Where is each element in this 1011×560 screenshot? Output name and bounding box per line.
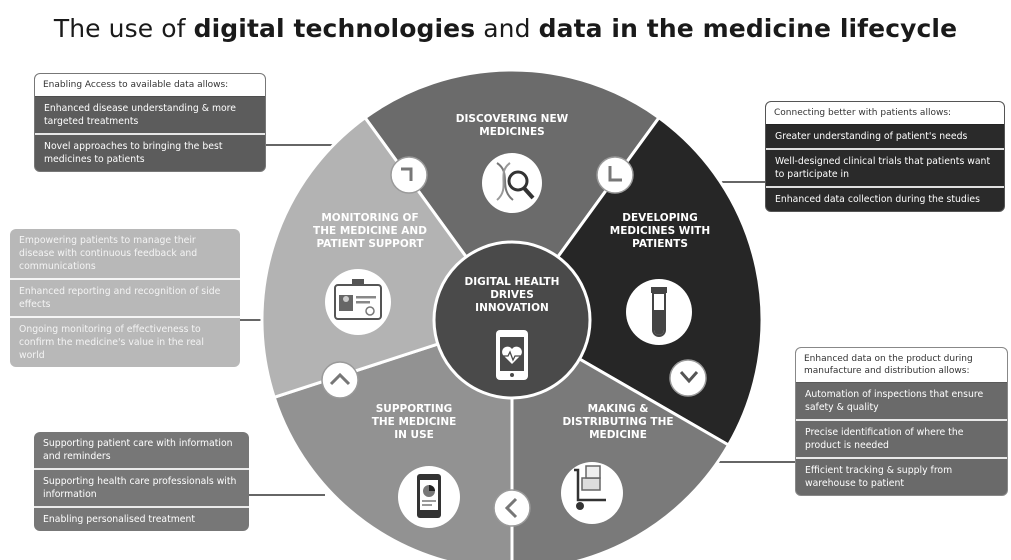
center-line-1: DIGITAL HEALTH <box>464 276 560 288</box>
callout-item: Precise identification of where the prod… <box>796 419 1007 457</box>
callout-item: Ongoing monitoring of effectiveness to c… <box>10 316 240 367</box>
developing-line-1: DEVELOPING <box>622 212 698 224</box>
title-mid: and <box>475 14 539 43</box>
callout-item: Enhanced disease understanding & more ta… <box>35 96 265 133</box>
callout-developing: Connecting better with patients allows: … <box>765 101 1005 212</box>
callout-supporting: Supporting patient care with information… <box>34 432 249 531</box>
arrow-badge-4 <box>493 489 531 527</box>
segment-label-making: MAKING & DISTRIBUTING THE MEDICINE <box>548 403 688 442</box>
making-line-2: DISTRIBUTING THE <box>562 416 674 428</box>
monitoring-line-3: PATIENT SUPPORT <box>316 238 424 250</box>
segment-label-supporting: SUPPORTING THE MEDICINE IN USE <box>354 403 474 442</box>
center-line-3: INNOVATION <box>475 302 549 314</box>
discovering-line-1: DISCOVERING NEW <box>455 113 569 125</box>
segment-label-monitoring: MONITORING OF THE MEDICINE AND PATIENT S… <box>300 212 440 251</box>
callout-monitoring: Empowering patients to manage their dise… <box>10 229 240 367</box>
center-hub <box>432 240 592 400</box>
page-title: The use of digital technologies and data… <box>0 14 1011 43</box>
callout-item: Greater understanding of patient's needs <box>766 124 1004 148</box>
test-tube-icon <box>626 279 692 345</box>
segment-label-developing: DEVELOPING MEDICINES WITH PATIENTS <box>595 212 725 251</box>
callout-header: Enhanced data on the product during manu… <box>796 348 1007 382</box>
supporting-line-2: THE MEDICINE <box>371 416 457 428</box>
making-line-1: MAKING & <box>587 403 649 415</box>
supporting-line-1: SUPPORTING <box>375 403 453 415</box>
title-prefix: The use of <box>53 14 194 43</box>
center-line-2: DRIVES <box>490 289 534 301</box>
delivery-trolley-icon <box>561 462 623 524</box>
callout-item: Efficient tracking & supply from warehou… <box>796 457 1007 495</box>
monitoring-line-1: MONITORING OF <box>321 212 419 224</box>
discovering-line-2: MEDICINES <box>479 126 545 138</box>
arrow-badge-1 <box>390 156 428 194</box>
segment-developing <box>509 115 764 448</box>
monitoring-line-2: THE MEDICINE AND <box>313 225 427 237</box>
arrow-badge-2 <box>596 156 634 194</box>
callout-header: Connecting better with patients allows: <box>766 102 1004 124</box>
phone-chart-icon <box>398 466 460 528</box>
arrow-badge-3 <box>669 359 707 397</box>
smartphone-heart-icon <box>496 330 528 380</box>
callout-item: Empowering patients to manage their dise… <box>19 235 198 272</box>
callout-header: Enabling Access to available data allows… <box>35 74 265 96</box>
callout-item: Enhanced reporting and recognition of si… <box>10 278 240 316</box>
title-bold-2: data in the medicine lifecycle <box>538 14 958 43</box>
callout-item: Enabling personalised treatment <box>34 506 249 531</box>
developing-line-3: PATIENTS <box>632 238 688 250</box>
supporting-line-3: IN USE <box>394 429 434 441</box>
making-line-3: MEDICINE <box>589 429 647 441</box>
dna-magnifier-icon <box>482 153 542 213</box>
callout-item: Supporting patient care with information… <box>43 438 233 462</box>
callout-item: Automation of inspections that ensure sa… <box>796 382 1007 419</box>
developing-line-2: MEDICINES WITH <box>609 225 711 237</box>
id-card-icon <box>325 269 391 335</box>
title-bold-1: digital technologies <box>193 14 476 43</box>
segment-label-discovering: DISCOVERING NEW MEDICINES <box>432 113 592 139</box>
center-label: DIGITAL HEALTH DRIVES INNOVATION <box>452 276 572 315</box>
callout-discovering: Enabling Access to available data allows… <box>34 73 266 172</box>
arrow-badge-5 <box>321 361 359 399</box>
callout-making: Enhanced data on the product during manu… <box>795 347 1008 496</box>
callout-item: Novel approaches to bringing the best me… <box>35 133 265 171</box>
callout-item: Well-designed clinical trials that patie… <box>766 148 1004 186</box>
callout-item: Enhanced data collection during the stud… <box>766 186 1004 211</box>
callout-item: Supporting health care professionals wit… <box>34 468 249 506</box>
